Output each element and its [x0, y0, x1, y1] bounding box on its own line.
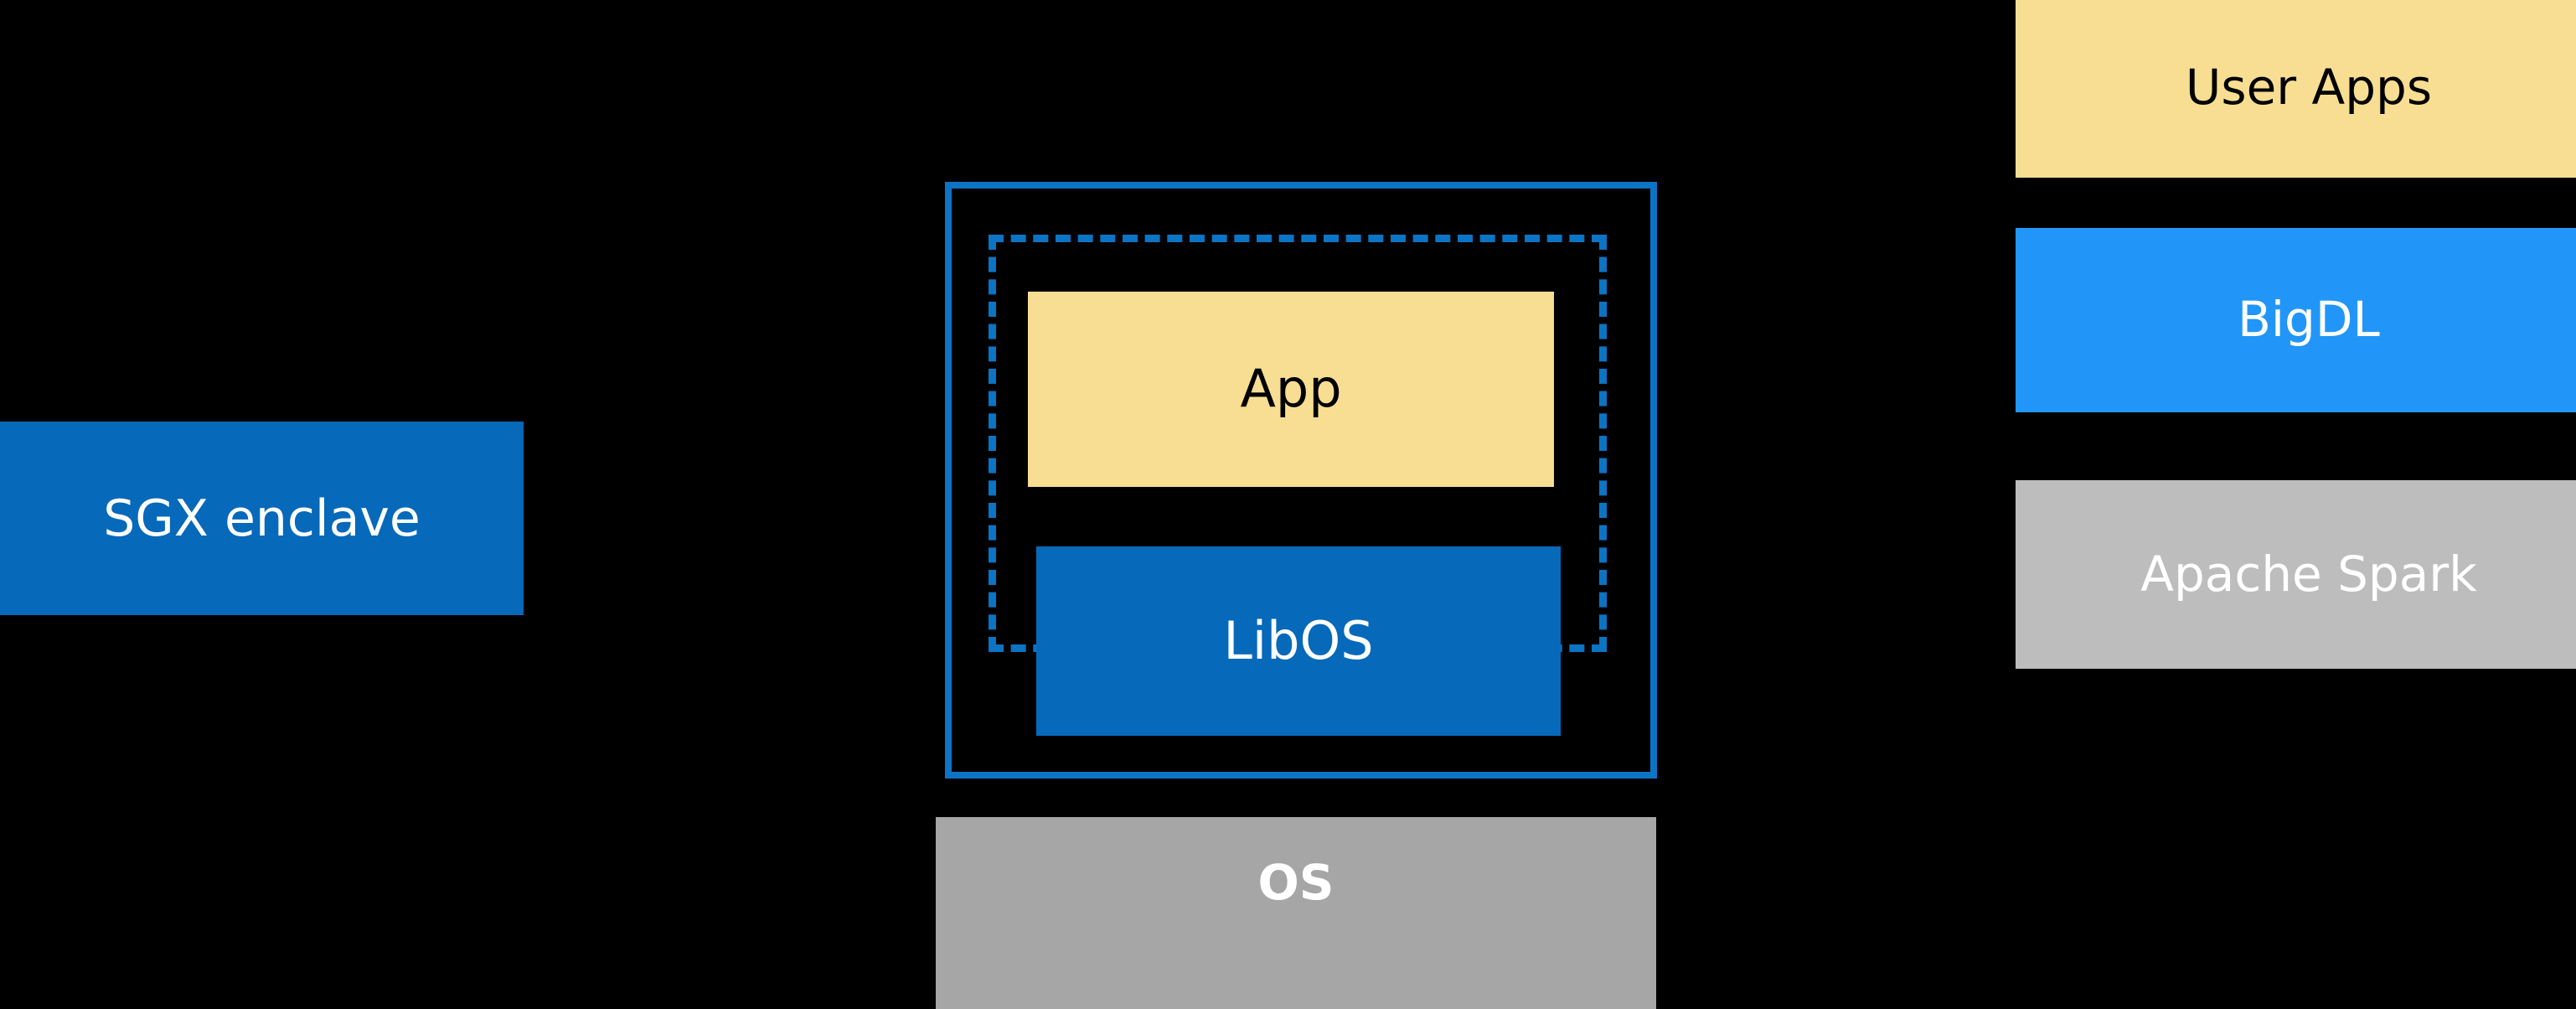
connector-sgx-enclave-to-enclave-container	[524, 503, 942, 528]
libos-label: LibOS	[1223, 609, 1374, 671]
sgx-enclave-box[interactable]: SGX enclave	[0, 422, 524, 615]
app-label: App	[1240, 358, 1342, 420]
os-box[interactable]: OS	[936, 817, 1656, 1009]
user-apps-label: User Apps	[2185, 58, 2433, 116]
apache-spark-label: Apache Spark	[2140, 545, 2477, 603]
bigdl-label: BigDL	[2238, 291, 2380, 349]
user-apps-box[interactable]: User Apps	[2016, 0, 2576, 178]
bigdl-box[interactable]: BigDL	[2016, 228, 2576, 412]
libos-box[interactable]: LibOS	[1036, 546, 1561, 736]
sgx-enclave-label: SGX enclave	[103, 489, 421, 548]
enclave-container-outline	[945, 182, 1657, 779]
os-label: OS	[1257, 854, 1334, 911]
apache-spark-box[interactable]: Apache Spark	[2016, 480, 2576, 669]
app-box[interactable]: App	[1028, 292, 1554, 487]
